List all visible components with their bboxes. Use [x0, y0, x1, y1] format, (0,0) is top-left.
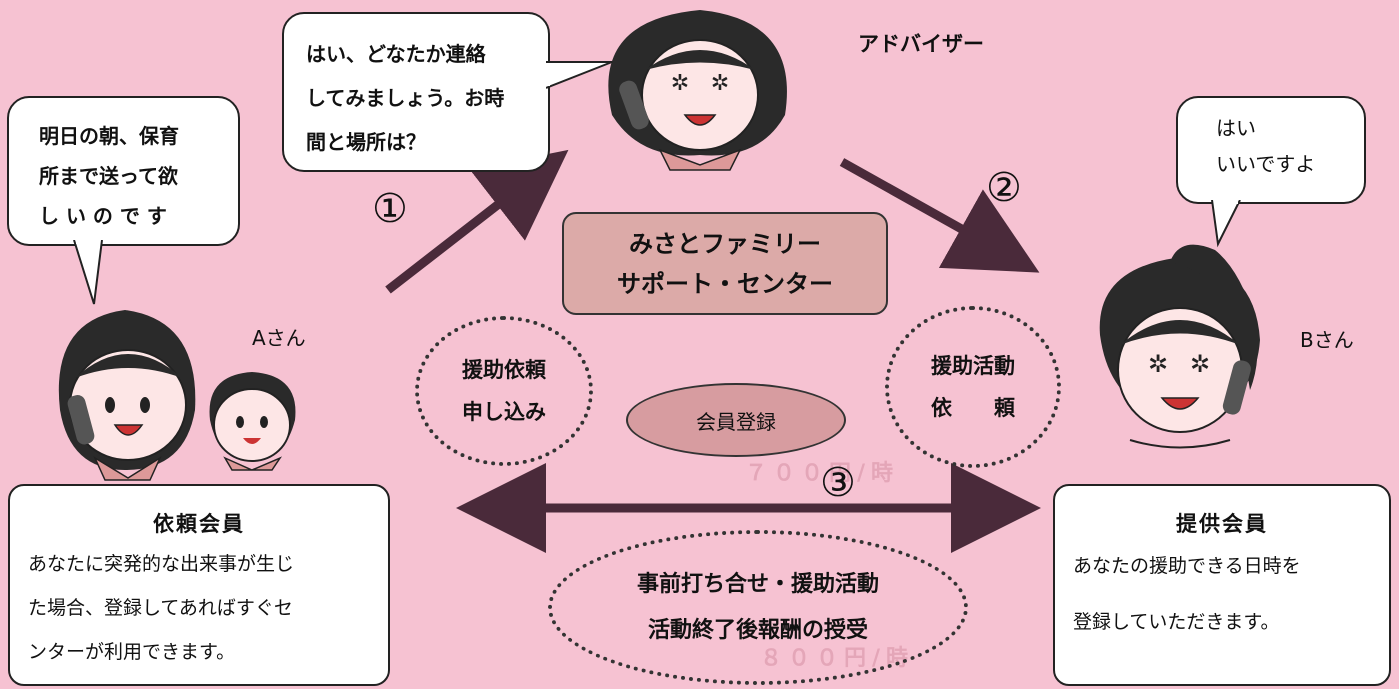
client-member-card: 依頼会員 あなたに突発的な出来事が生じ た場合、登録してあればすぐセ ンターが利…: [8, 484, 390, 686]
a-mother-figure: [58, 310, 196, 481]
bubble-a-line-2: 所まで送って欲: [39, 164, 178, 188]
b-figure: ✲ ✲: [1099, 244, 1260, 449]
b-label: Bさん: [1300, 328, 1354, 352]
circle-activity-line-2: 依 頼: [931, 396, 1015, 420]
step-3-number: ③: [820, 460, 856, 506]
client-desc-line-3: ンターが利用できます。: [28, 641, 236, 663]
svg-text:✲: ✲: [671, 71, 689, 96]
bubble-a-line-3: し い の で す: [39, 204, 167, 228]
circle-activity: 援助活動 依 頼: [885, 306, 1061, 468]
client-desc-line-2: た場合、登録してあればすぐセ: [28, 597, 293, 619]
registration-oval: 会員登録: [626, 383, 846, 457]
step-2-number: ②: [986, 165, 1022, 211]
bubble-advisor-line-2: してみましょう。お時: [306, 86, 505, 110]
bubble-advisor-tail: [546, 61, 613, 89]
circle-request-line-1: 援助依頼: [462, 358, 546, 382]
registration-label: 会員登録: [696, 409, 776, 434]
a-label: Aさん: [252, 326, 306, 350]
bubble-advisor-line-1: はい、どなたか連絡: [306, 42, 486, 66]
bubble-advisor: はい、どなたか連絡 してみましょう。お時 間と場所は？: [282, 12, 550, 172]
svg-text:✲: ✲: [711, 71, 729, 96]
center-name-line-1: みさとファミリー: [629, 230, 821, 258]
provider-desc-line-1: あなたの援助できる日時を: [1073, 555, 1301, 577]
bubble-b-tail: [1211, 200, 1241, 248]
provider-member-description: あなたの援助できる日時を 登録していただきます。: [1055, 538, 1389, 650]
circle-activity-line-1: 援助活動: [931, 354, 1015, 378]
arrow-step2: [839, 158, 1040, 273]
circle-bottom-line-2: 活動終了後報酬の授受: [647, 617, 868, 643]
advisor-label: アドバイザー: [858, 32, 984, 56]
bubble-advisor-line-3: 間と場所は？: [306, 130, 426, 154]
circle-request: 援助依頼 申し込み: [415, 316, 593, 466]
bubble-a-line-1: 明日の朝、保育: [39, 124, 179, 148]
center-name-box: みさとファミリー サポート・センター: [562, 212, 888, 315]
circle-request-line-2: 申し込み: [462, 400, 546, 424]
bubble-b-reply: はい いいですよ: [1176, 96, 1366, 204]
arrow-step1: [385, 149, 569, 294]
client-member-description: あなたに突発的な出来事が生じ た場合、登録してあればすぐセ ンターが利用できます…: [10, 538, 388, 674]
bubble-b-line-1: はい: [1216, 116, 1256, 140]
a-child-figure: [209, 372, 296, 471]
step-1-number: ①: [372, 186, 408, 232]
advisor-figure: ✲ ✲: [608, 10, 787, 171]
client-member-title: 依頼会員: [153, 512, 245, 536]
svg-text:✲: ✲: [1148, 350, 1168, 378]
provider-member-card: 提供会員 あなたの援助できる日時を 登録していただきます。: [1053, 484, 1391, 686]
svg-text:✲: ✲: [1190, 350, 1210, 378]
circle-bottom-line-1: 事前打ち合せ・援助活動: [636, 571, 879, 597]
bubble-a-request: 明日の朝、保育 所まで送って欲 し い の で す: [7, 96, 240, 246]
provider-desc-line-2: 登録していただきます。: [1073, 611, 1280, 633]
client-desc-line-1: あなたに突発的な出来事が生じ: [28, 553, 295, 575]
provider-member-title: 提供会員: [1176, 512, 1268, 536]
circle-bottom: 事前打ち合せ・援助活動 活動終了後報酬の授受: [548, 530, 968, 685]
bubble-a-tail: [73, 240, 103, 305]
bubble-b-line-2: いいですよ: [1216, 152, 1316, 176]
center-name-line-2: サポート・センター: [617, 270, 833, 298]
